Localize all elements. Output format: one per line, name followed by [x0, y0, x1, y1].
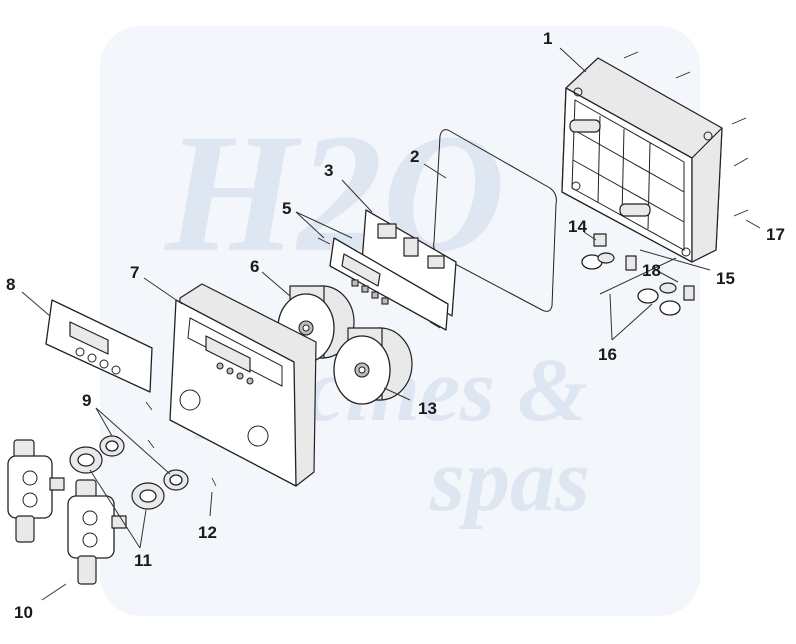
callout-16: 16	[598, 345, 617, 364]
part-back-housing	[561, 57, 723, 263]
callout-18: 18	[642, 261, 661, 280]
callout-10: 10	[14, 603, 33, 622]
callout-7: 7	[130, 263, 139, 282]
callout-11: 11	[134, 551, 152, 570]
callout-17: 17	[766, 225, 785, 244]
part-front-label	[45, 299, 153, 393]
part-front-cover	[169, 283, 317, 487]
callout-6: 6	[250, 257, 259, 276]
callout-12: 12	[198, 523, 217, 542]
callout-2: 2	[410, 147, 419, 166]
part-seals	[69, 435, 189, 510]
watermark-line-2: spas	[429, 431, 590, 530]
part-pump-head-right	[67, 479, 127, 585]
callout-5: 5	[282, 199, 291, 218]
callout-9: 9	[82, 391, 91, 410]
callout-3: 3	[324, 161, 333, 180]
part-motor-lower	[333, 327, 413, 405]
callout-15: 15	[716, 269, 735, 288]
part-gasket	[433, 129, 557, 312]
part-fittings	[581, 233, 695, 316]
callout-14: 14	[568, 217, 587, 236]
callout-1: 1	[543, 29, 552, 48]
part-screws-12	[145, 401, 217, 487]
callout-labels: 1 2 3 5 6 7 8 9 10 11 12 13 14 15 16 17 …	[6, 29, 785, 622]
part-circuit-board	[317, 209, 457, 331]
leader-lines	[21, 47, 761, 601]
part-pump-head-left	[7, 439, 65, 543]
callout-13: 13	[418, 399, 437, 418]
part-screws-17	[623, 51, 749, 217]
callout-8: 8	[6, 275, 15, 294]
